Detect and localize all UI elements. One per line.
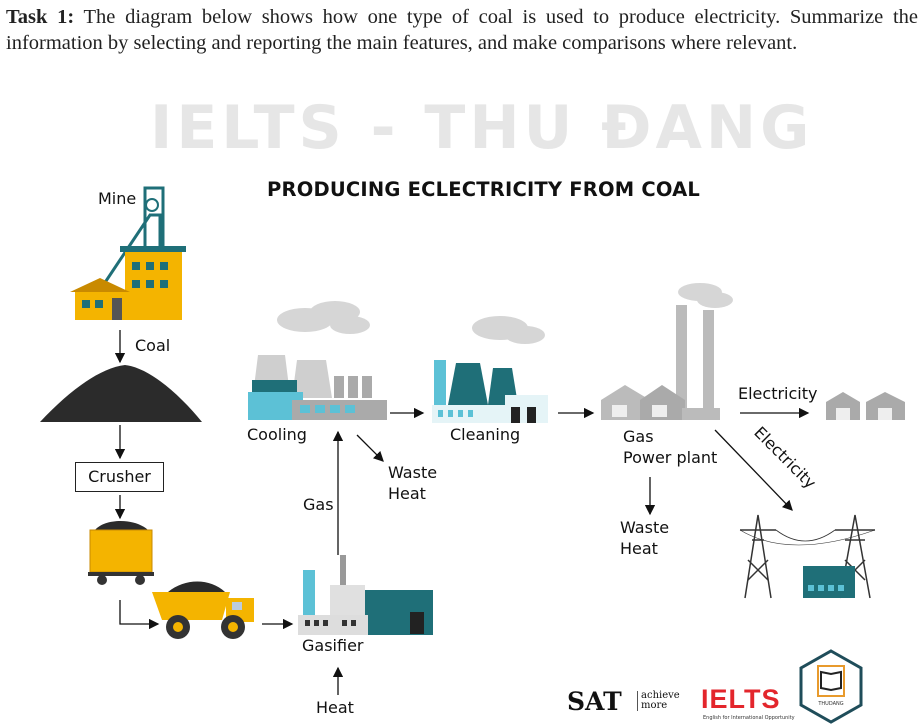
- coal-pile: [40, 365, 202, 422]
- thudang-logo: THUDANG: [799, 649, 863, 724]
- label-gas: Gas: [303, 495, 334, 514]
- label-cooling: Cooling: [247, 425, 307, 444]
- label-gasifier: Gasifier: [302, 636, 364, 655]
- label-heat: Heat: [316, 698, 354, 717]
- cooling-plant: [248, 355, 387, 420]
- gasifier-plant: [298, 555, 433, 635]
- sat-logo: SAT: [567, 687, 622, 716]
- warehouses: [826, 392, 905, 420]
- coal-cart: [88, 521, 154, 585]
- label-coal: Coal: [135, 336, 171, 355]
- crusher-box: Crusher: [75, 462, 164, 492]
- task-text: The diagram below shows how one type of …: [6, 6, 918, 54]
- task-prompt: Task 1: The diagram below shows how one …: [6, 4, 918, 56]
- dump-truck: [152, 581, 254, 639]
- label-waste-heat-cooling-1: Waste: [388, 463, 438, 482]
- substation: [803, 566, 855, 598]
- gas-power-plant: [601, 305, 720, 420]
- label-waste-heat-power-2: Heat: [620, 539, 658, 558]
- ielts-subtitle: English for International Opportunity: [703, 715, 795, 721]
- task-prefix: Task 1:: [6, 6, 75, 28]
- flow-arrows: [114, 330, 810, 695]
- watermark: IELTS - THU ĐANG: [150, 93, 814, 163]
- label-cleaning: Cleaning: [450, 425, 521, 444]
- label-waste-heat-power-1: Waste: [620, 518, 670, 537]
- sat-tagline-2: more: [641, 700, 668, 711]
- ielts-logo: IELTS: [701, 684, 781, 714]
- smoke-clouds: [277, 283, 733, 344]
- mine-illustration: [70, 186, 186, 320]
- thudang-text: THUDANG: [817, 701, 843, 707]
- label-gas-power-2: Power plant: [623, 448, 718, 467]
- diagram-title: PRODUCING ECLECTRICITY FROM COAL: [267, 178, 701, 201]
- power-pylons: [739, 514, 876, 599]
- label-mine: Mine: [98, 189, 137, 208]
- label-electricity: Electricity: [738, 384, 818, 403]
- sat-tagline-1: achieve: [641, 690, 680, 701]
- cleaning-plant: [432, 360, 548, 423]
- label-gas-power-1: Gas: [623, 427, 654, 446]
- label-waste-heat-cooling-2: Heat: [388, 484, 426, 503]
